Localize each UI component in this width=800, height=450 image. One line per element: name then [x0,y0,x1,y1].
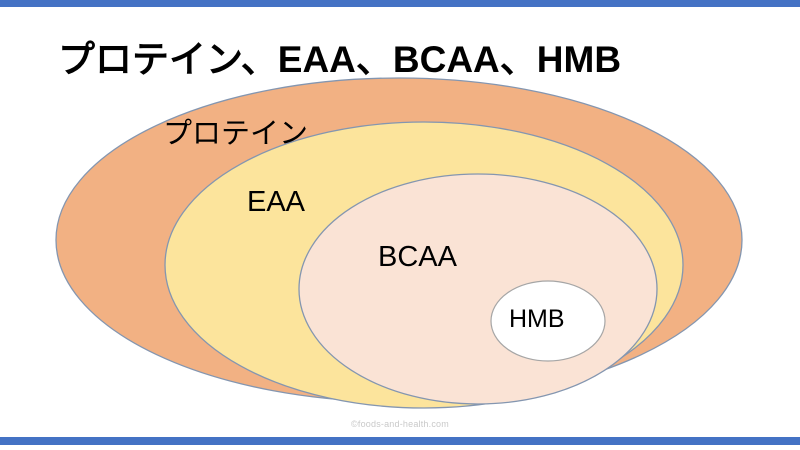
ellipse-bcaa[interactable] [298,173,658,405]
watermark-text: ©foods-and-health.com [351,419,449,429]
page-title: プロテイン、EAA、BCAA、HMB [58,38,622,80]
ellipse-hmb[interactable] [490,280,606,362]
ellipse-label-eaa: EAA [247,186,306,218]
ellipse-label-protein: プロテイン [163,118,309,150]
ellipse-label-bcaa: BCAA [378,241,457,273]
ellipse-label-hmb: HMB [509,305,565,333]
top-accent-bar [0,0,800,7]
bottom-accent-bar [0,437,800,445]
